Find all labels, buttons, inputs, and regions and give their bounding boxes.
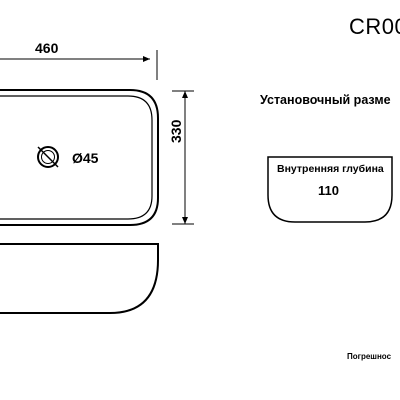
- height-dimension-line: [172, 90, 194, 225]
- tolerance-note: Погрешнос: [347, 352, 392, 361]
- basin-top-view: [0, 89, 159, 226]
- install-size-heading: Установочный разме: [260, 93, 391, 107]
- width-dimension-line: [0, 50, 158, 80]
- drain-icon: [37, 146, 59, 168]
- inner-depth-caption: Внутренняя глубина: [277, 163, 384, 175]
- width-dimension-label: 460: [35, 40, 59, 56]
- inner-depth-value: 110: [318, 183, 339, 198]
- basin-side-view: [0, 243, 159, 314]
- drain-diameter-label: Ø45: [72, 150, 99, 166]
- model-code: CR00: [349, 14, 400, 39]
- inner-depth-profile: [267, 156, 393, 223]
- height-dimension-label: 330: [168, 119, 184, 143]
